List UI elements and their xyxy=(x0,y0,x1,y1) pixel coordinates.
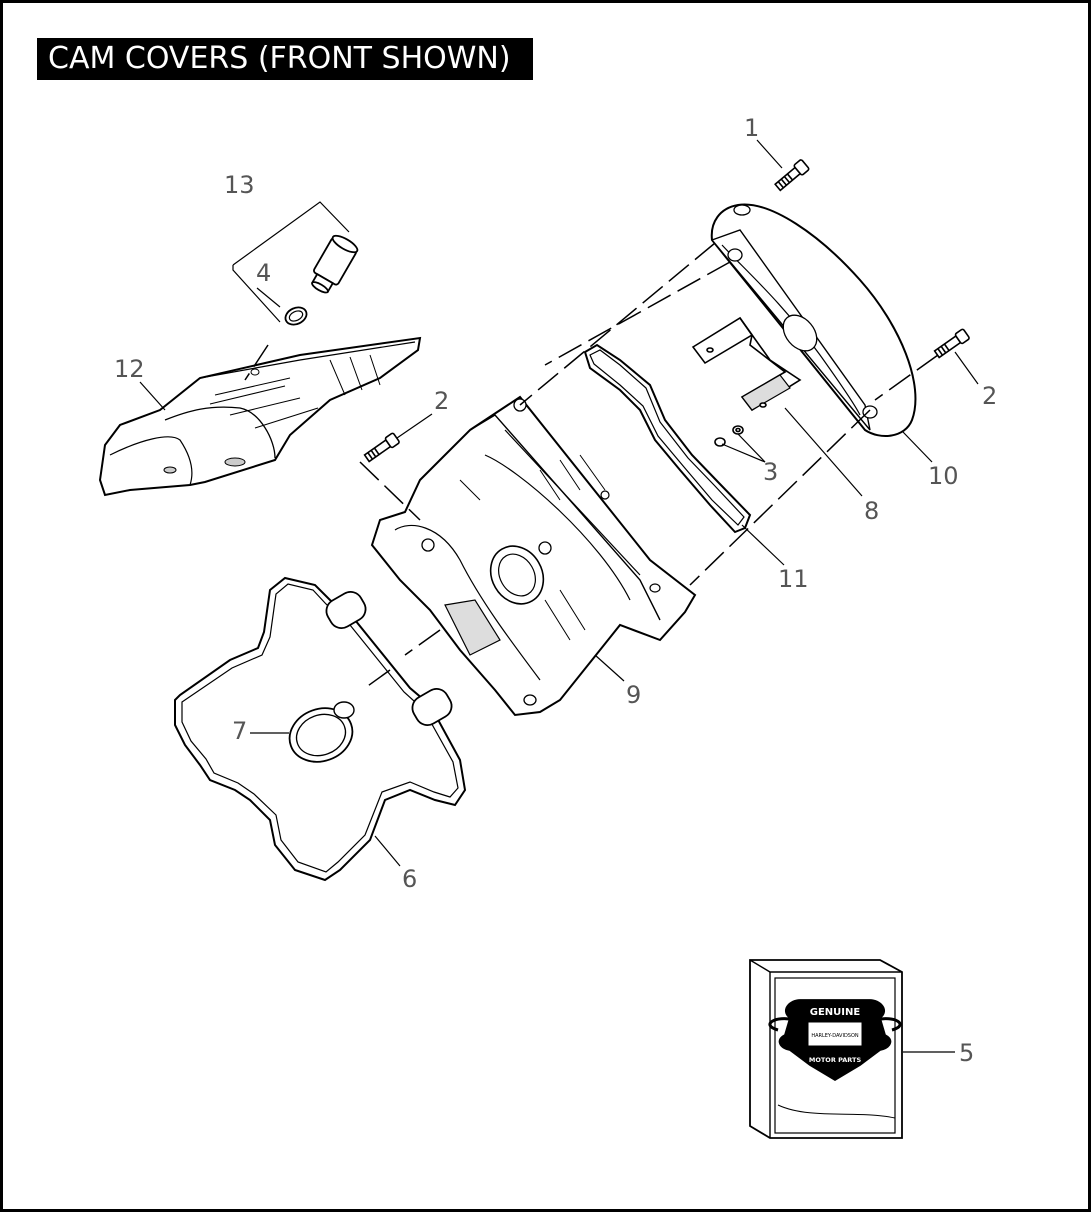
logo-text-bottom: MOTOR PARTS xyxy=(809,1056,862,1064)
genuine-motor-parts-logo: GENUINE HARLEY-DAVIDSON MOTOR PARTS xyxy=(768,999,902,1082)
callout-4: 4 xyxy=(256,259,271,287)
part-4-o-ring xyxy=(284,306,308,326)
part-2-bolt-right xyxy=(933,328,970,359)
part-3-washers xyxy=(714,425,744,447)
callout-8: 8 xyxy=(864,497,879,525)
callout-3: 3 xyxy=(763,458,778,486)
callout-5: 5 xyxy=(959,1039,974,1067)
part-9-cam-housing xyxy=(370,395,697,717)
part-7-seal xyxy=(288,701,355,763)
leader-lines xyxy=(139,139,979,1053)
callout-7: 7 xyxy=(232,717,247,745)
callout-1: 1 xyxy=(744,114,759,142)
part-8-bracket xyxy=(691,316,802,412)
logo-text-top: GENUINE xyxy=(810,1007,861,1018)
callout-9: 9 xyxy=(626,681,641,709)
part-10-cam-cover xyxy=(710,203,917,437)
part-11-gasket xyxy=(583,343,752,534)
part-13-fitting xyxy=(310,234,359,294)
callout-11: 11 xyxy=(778,565,809,593)
callout-12: 12 xyxy=(114,355,145,383)
part-6-gasket xyxy=(174,576,467,882)
callout-10: 10 xyxy=(928,462,959,490)
callout-13: 13 xyxy=(224,171,255,199)
callout-6: 6 xyxy=(402,865,417,893)
part-2-bolt-left xyxy=(363,432,400,463)
callout-2-right: 2 xyxy=(982,382,997,410)
logo-text-center: HARLEY-DAVIDSON xyxy=(811,1033,859,1039)
part-1-bolt xyxy=(774,159,810,192)
part-5-parts-box: GENUINE HARLEY-DAVIDSON MOTOR PARTS xyxy=(749,959,903,1139)
callout-2-left: 2 xyxy=(434,387,449,415)
assembly-lines xyxy=(244,242,939,689)
page-title: CAM COVERS (FRONT SHOWN) xyxy=(37,38,533,80)
part-12-cover xyxy=(98,336,422,497)
